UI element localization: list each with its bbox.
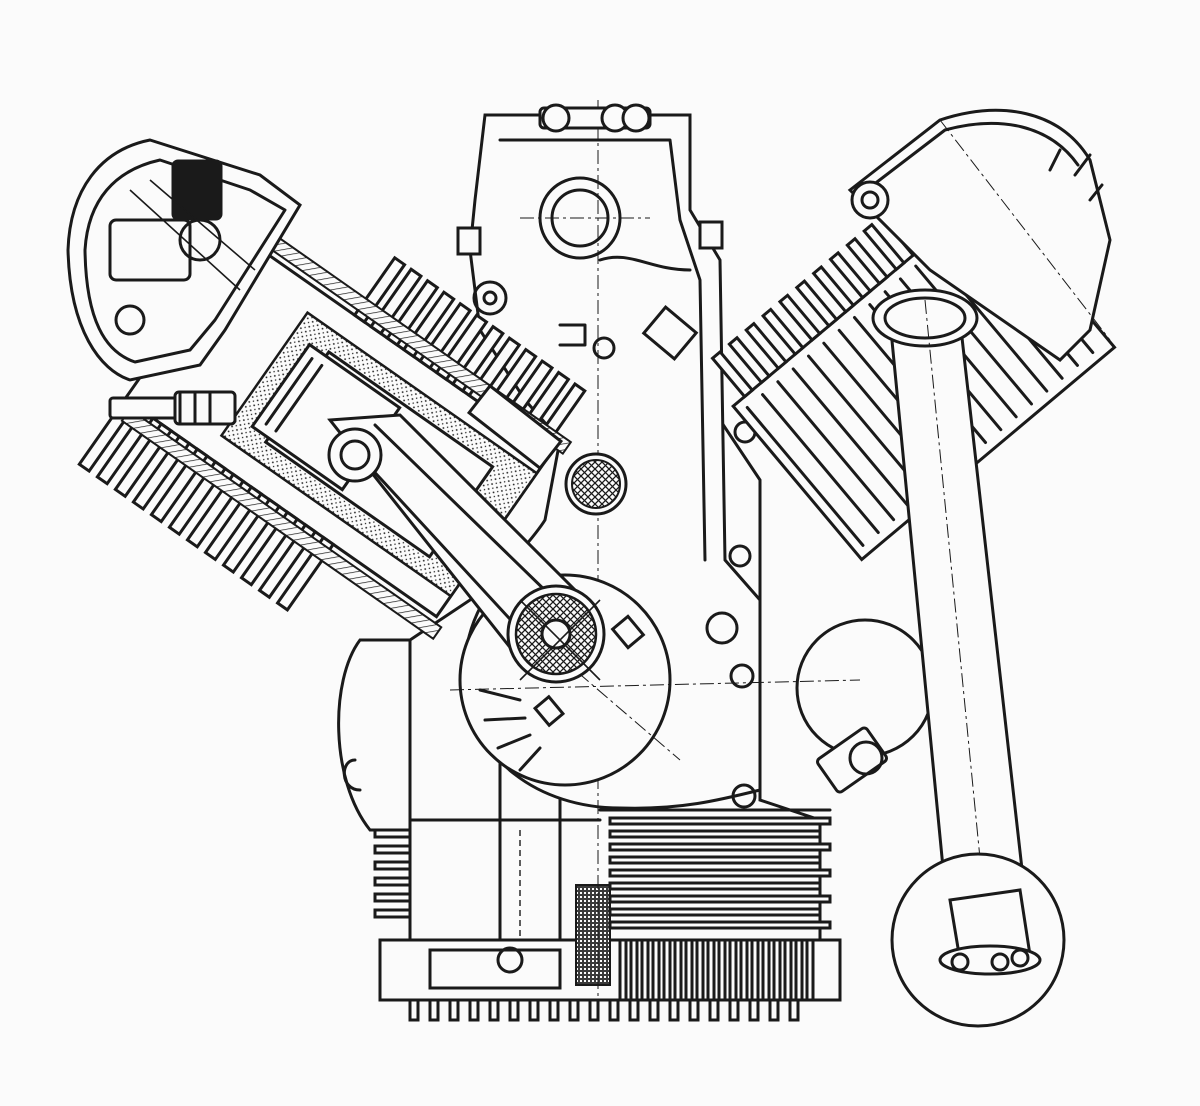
cooling-fin [662,938,672,1002]
cooling-fin [648,998,660,1022]
cooling-fin [811,264,856,314]
cooling-fin [776,380,896,522]
cooling-fin [640,938,650,1002]
cooling-fin [761,938,771,1002]
cooling-fin [845,236,890,286]
cooling-fin [373,892,412,903]
connecting-rod [327,413,646,728]
cooling-fin [805,938,815,1002]
cooling-fin [768,998,780,1022]
cooling-fin [468,998,480,1022]
cooling-fin [608,907,822,917]
cooling-fin [629,938,639,1002]
gearbox-fins [608,816,832,930]
cooling-fin [608,829,822,839]
cooling-fin [428,998,440,1022]
spark-plug-left [108,390,237,426]
cover-top-bolts [456,103,724,347]
cooling-fin [673,938,683,1002]
cooling-fin [608,868,832,878]
cooling-fin [568,998,580,1022]
cooling-fin [608,816,832,826]
cooling-fin [708,998,720,1022]
cooling-fin [717,938,727,1002]
cooling-fin [373,876,412,887]
cooling-fin [862,222,907,272]
cooling-fin [772,938,782,1002]
cooling-fin [706,938,716,1002]
cooling-fin [788,998,800,1022]
cooling-fin [408,998,420,1022]
cooling-fin [750,938,760,1002]
cooling-fin [791,367,911,509]
cooling-fin [608,920,832,930]
cooling-fin [608,881,822,891]
cooling-fin [688,998,700,1022]
cooling-fin [373,844,412,855]
exhaust-pipe [871,288,1066,1028]
cooling-fin [608,842,832,852]
cooling-fin [728,938,738,1002]
right-cylinder-head [847,108,1112,362]
cooling-fin [728,998,740,1022]
cooling-fin [608,894,832,904]
flywheel-cover [337,638,412,832]
cooling-fin [548,998,560,1022]
left-cylinder-head [66,138,302,382]
cooling-fin [618,938,628,1002]
mount-bracket [641,305,888,794]
camshaft [466,383,628,516]
cooling-fin [448,998,460,1022]
cooling-fin [608,998,620,1022]
cooling-fin [794,938,804,1002]
cooling-fin [739,938,749,1002]
cooling-fin [651,938,661,1002]
cooling-fin [783,938,793,1002]
cooling-fin [760,307,805,357]
cooling-fin [727,335,772,385]
cooling-fin [588,998,600,1022]
cooling-fin [668,998,680,1022]
cooling-fin [777,293,822,343]
cooling-fin [761,393,880,535]
cooling-fin [608,855,822,865]
gearbox-bottom-fins [618,938,815,1002]
cooling-fin [628,998,640,1022]
cooling-fin [828,250,873,300]
cooling-fin [794,279,839,329]
sump-bottom-fins [408,998,800,1022]
cooling-fin [748,998,760,1022]
cooling-fin [508,998,520,1022]
cooling-fin [373,908,412,919]
cooling-fin [528,998,540,1022]
cooling-fin [710,349,755,399]
cooling-fin [373,860,412,871]
cooling-fin [744,321,789,371]
cooling-fin [373,828,412,839]
cooling-fin [695,938,705,1002]
cooling-fin [488,998,500,1022]
base-left-fins [373,828,412,919]
cooling-fin [745,405,865,547]
cooling-fin [684,938,694,1002]
